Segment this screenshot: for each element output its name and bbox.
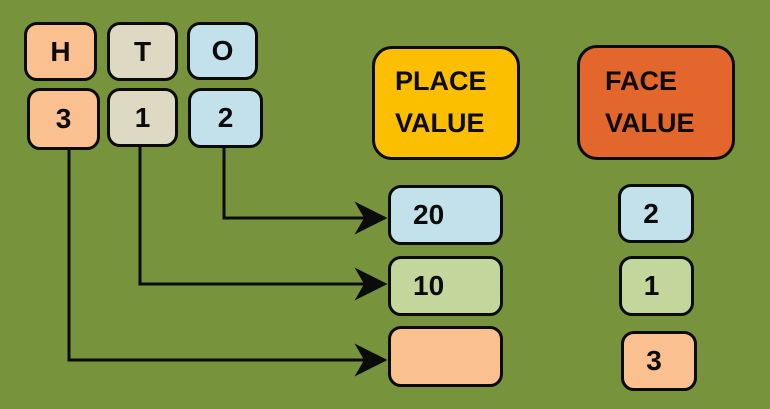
column-letter-tens: T <box>107 22 178 81</box>
digit-ones: 2 <box>188 88 263 148</box>
face-value-ones-box: 2 <box>618 184 694 243</box>
place-value-ones-box: 20 <box>388 185 503 245</box>
place-value-tens-box: 10 <box>388 256 503 316</box>
digit-hundreds: 3 <box>27 88 100 150</box>
column-letter-ones: O <box>187 22 258 80</box>
place-value-hundreds-box <box>388 326 503 387</box>
arrow-ones-to-place-value <box>222 146 388 235</box>
column-letter-hundreds: H <box>24 22 97 81</box>
arrow-tens-to-place-value <box>138 145 388 301</box>
arrow-hundreds-to-place-value <box>67 148 388 377</box>
place-value-header: PLACE VALUE <box>372 46 520 160</box>
face-value-header: FACE VALUE <box>577 45 735 160</box>
face-value-hundreds-box: 3 <box>621 331 697 391</box>
digit-tens: 1 <box>107 88 178 147</box>
face-value-tens-box: 1 <box>619 256 694 316</box>
